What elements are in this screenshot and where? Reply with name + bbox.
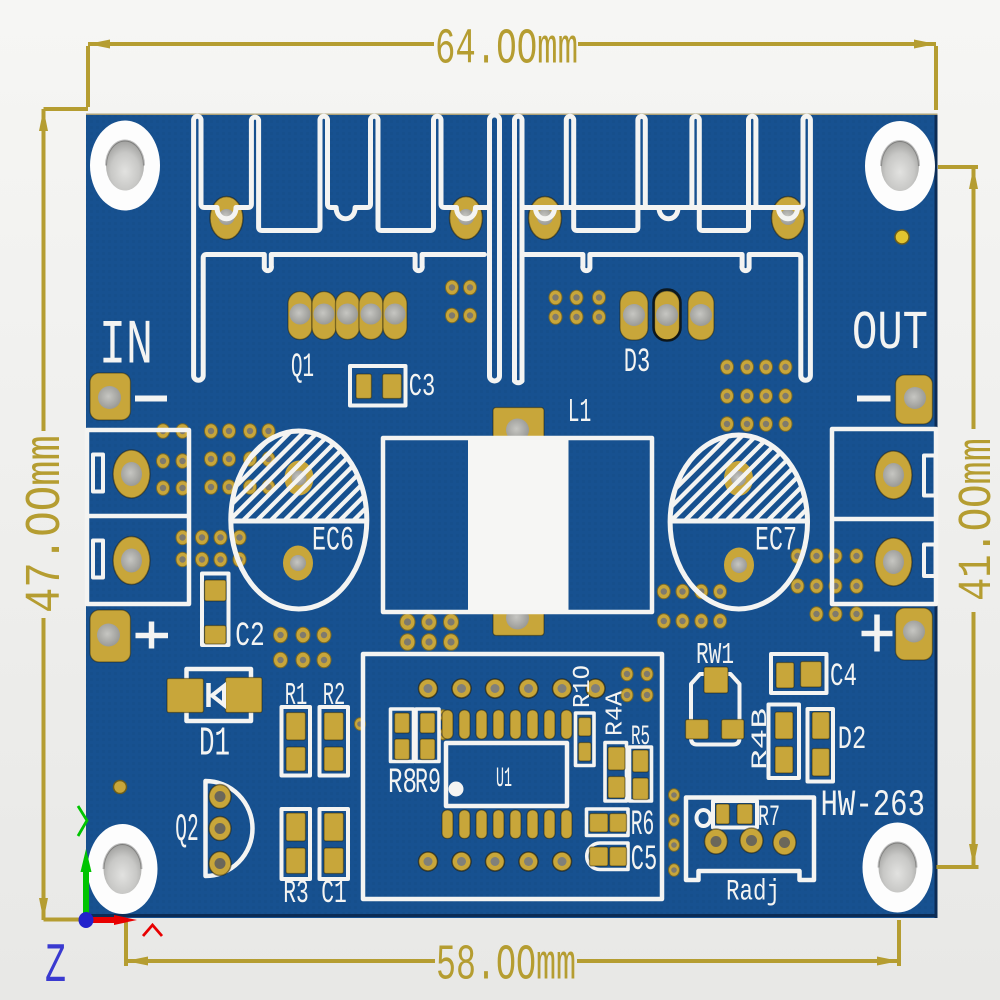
svg-text:D2: D2 — [838, 721, 867, 758]
svg-text:C5: C5 — [631, 839, 658, 880]
svg-text:R7: R7 — [758, 800, 780, 834]
svg-text:R3: R3 — [283, 875, 309, 912]
svg-text:R1O: R1O — [570, 665, 597, 708]
svg-text:U1: U1 — [496, 764, 512, 795]
svg-text:IN: IN — [99, 311, 153, 382]
svg-text:58.OOmm: 58.OOmm — [436, 938, 576, 995]
svg-text:R2: R2 — [323, 679, 346, 714]
svg-text:R6: R6 — [631, 804, 655, 845]
svg-text:41.OOmm: 41.OOmm — [952, 438, 1000, 601]
svg-text:R9: R9 — [415, 762, 441, 803]
svg-text:EC7: EC7 — [755, 523, 797, 561]
svg-text:HW-263: HW-263 — [821, 785, 926, 827]
svg-text:EC6: EC6 — [312, 523, 354, 561]
svg-text:R5: R5 — [631, 722, 650, 753]
svg-text:OUT: OUT — [852, 303, 928, 365]
svg-text:R8: R8 — [388, 762, 417, 803]
svg-text:C4: C4 — [830, 658, 857, 695]
svg-text:R4B: R4B — [747, 708, 773, 770]
svg-text:Q2: Q2 — [175, 808, 199, 852]
svg-text:Radj: Radj — [726, 875, 780, 909]
svg-text:C3: C3 — [409, 370, 436, 405]
svg-text:R4A: R4A — [603, 691, 630, 736]
svg-text:D3: D3 — [624, 344, 651, 382]
svg-text:C2: C2 — [235, 618, 265, 656]
svg-text:R1: R1 — [285, 679, 308, 714]
svg-text:D1: D1 — [199, 722, 230, 768]
svg-text:47.OOmm: 47.OOmm — [18, 435, 75, 613]
svg-text:L1: L1 — [568, 393, 592, 431]
svg-text:C1: C1 — [321, 875, 347, 912]
svg-text:RW1: RW1 — [696, 639, 734, 673]
svg-text:Q1: Q1 — [291, 349, 314, 387]
svg-text:64.OOmm: 64.OOmm — [435, 22, 578, 79]
svg-text:Z: Z — [45, 934, 66, 998]
